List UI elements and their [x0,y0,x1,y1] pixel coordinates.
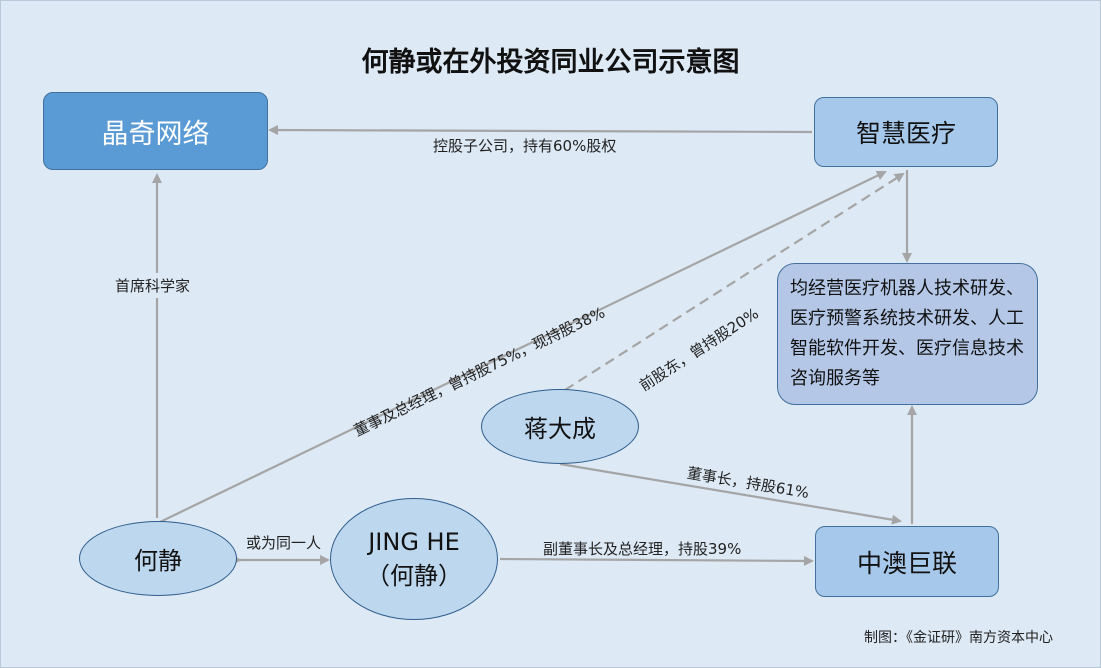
node-jinghe-line1: JING HE [368,528,460,556]
node-zhihui: 智慧医疗 [814,97,998,167]
edge-jiang-to-zhihui [564,172,905,391]
label-zhihui-to-jingqi: 控股子公司，持有60%股权 [433,137,617,155]
credit-line: 制图：《金证研》南方资本中心 [864,630,1053,646]
edge-hejing-to-zhihui [159,170,887,523]
label-hejing-jinghe: 或为同一人 [246,534,322,552]
label-jinghe-to-zhongao: 副董事长及总经理，持股39% [543,540,742,558]
node-jingqi: 晶奇网络 [43,92,268,170]
label-hejing-to-jingqi: 首席科学家 [115,273,191,298]
node-hejing: 何静 [79,521,237,596]
node-jiangdacheng: 蒋大成 [481,389,639,464]
edge-jiang-to-zhongao [559,462,902,525]
node-business: 均经营医疗机器人技术研发、医疗预警系统技术研发、人工智能软件开发、医疗信息技术咨… [777,263,1038,405]
node-jinghe: JING HE （何静） [330,498,498,620]
edge-zhihui-to-jingqi [268,125,813,136]
node-zhongao: 中澳巨联 [815,526,999,597]
node-jinghe-line2: （何静） [366,562,462,590]
edge-jinghe-to-zhongao [499,555,814,566]
diagram-title: 何静或在外投资同业公司示意图 [361,47,740,78]
